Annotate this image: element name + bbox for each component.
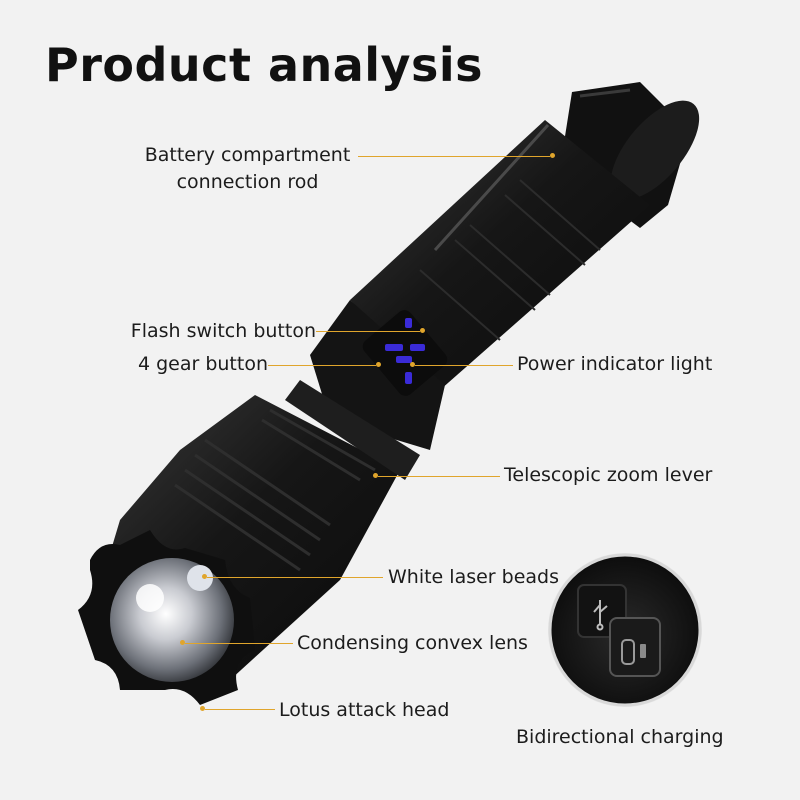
- dot-zoom-lever: [373, 473, 378, 478]
- dot-attack-head: [200, 706, 205, 711]
- label-power-indicator: Power indicator light: [517, 353, 713, 375]
- label-gear-button: 4 gear button: [137, 353, 268, 375]
- battery-tube: [350, 120, 650, 390]
- charging-port-inset: [548, 553, 702, 707]
- leader-gear-button: [268, 365, 376, 366]
- label-attack-head: Lotus attack head: [279, 699, 450, 721]
- usb-icon: [593, 600, 608, 631]
- leader-zoom-lever: [378, 476, 500, 477]
- dot-gear-button: [376, 362, 381, 367]
- leader-power-indicator: [415, 365, 513, 366]
- page-title: Product analysis: [45, 38, 484, 92]
- lotus-bezel: [78, 530, 255, 705]
- label-battery-line1: Battery compartment: [144, 144, 351, 166]
- label-battery-compartment: Battery compartment connection rod: [130, 142, 365, 196]
- label-zoom-lever: Telescopic zoom lever: [504, 464, 713, 486]
- leader-laser-beads: [207, 577, 383, 578]
- dot-convex-lens: [180, 640, 185, 645]
- dot-flash-switch: [420, 328, 425, 333]
- dot-battery: [550, 153, 555, 158]
- power-indicator-leds: [385, 318, 425, 384]
- label-flash-switch: Flash switch button: [130, 320, 316, 342]
- label-battery-line2: connection rod: [176, 171, 319, 193]
- tail-cap: [560, 82, 700, 228]
- leader-battery: [358, 156, 550, 157]
- leader-flash-switch: [316, 331, 420, 332]
- label-convex-lens: Condensing convex lens: [297, 632, 528, 654]
- label-laser-beads: White laser beads: [388, 566, 559, 588]
- label-charging: Bidirectional charging: [516, 726, 724, 748]
- dot-laser-beads: [202, 574, 207, 579]
- leader-convex-lens: [185, 643, 293, 644]
- dot-power-indicator: [410, 362, 415, 367]
- leader-attack-head: [205, 709, 275, 710]
